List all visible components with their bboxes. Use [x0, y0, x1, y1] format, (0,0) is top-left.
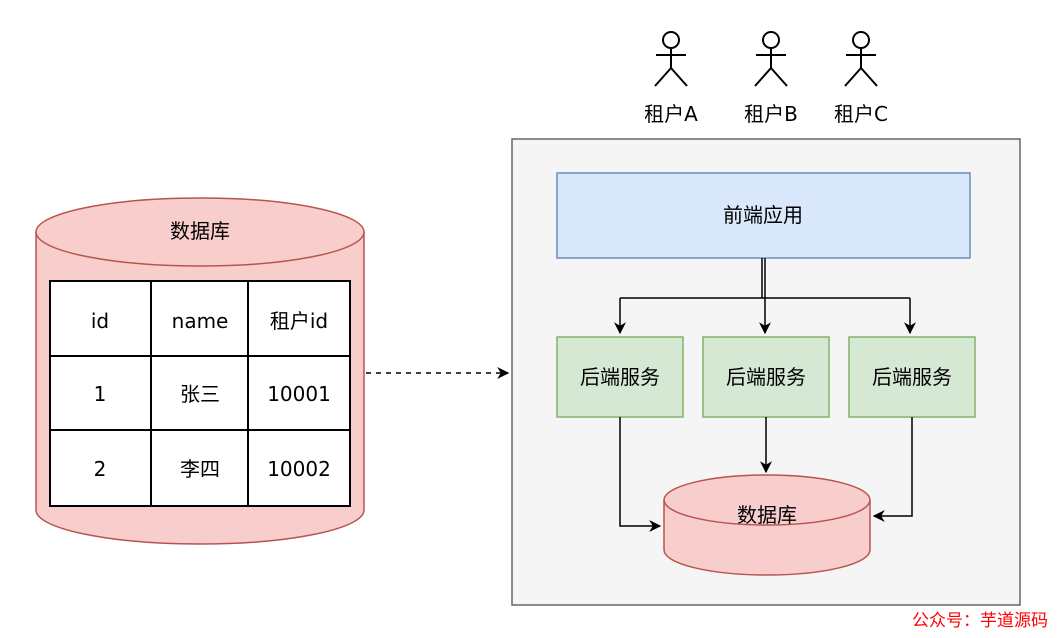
backend-service-label: 后端服务	[580, 365, 660, 389]
services-to-db-arrows	[619, 417, 913, 532]
frontend-app-label: 前端应用	[723, 203, 803, 227]
backend-service-box: 后端服务	[556, 336, 684, 418]
backend-service-label: 后端服务	[726, 365, 806, 389]
left-db-title: 数据库	[170, 219, 230, 243]
tenant-c-label: 租户C	[834, 102, 888, 126]
db-cylinder-top	[35, 197, 365, 267]
table-row: 2 李四 10002	[94, 457, 331, 481]
table-cell: 10001	[267, 382, 331, 406]
backend-service-label: 后端服务	[872, 365, 952, 389]
table-cell: 张三	[180, 382, 220, 406]
db-cylinder-top	[663, 474, 871, 526]
tenant-c-actor: 租户C	[834, 31, 888, 126]
watermark-text: 公众号：芋道源码	[912, 611, 1048, 631]
tenant-b-label: 租户B	[744, 102, 798, 126]
table-cell: 李四	[180, 457, 220, 481]
tenant-b-actor: 租户B	[744, 31, 798, 126]
frontend-to-services-arrows	[614, 258, 916, 335]
table-cell: 2	[94, 457, 107, 481]
frontend-app-box: 前端应用	[556, 172, 971, 259]
tenant-a-label: 租户A	[644, 102, 698, 126]
tenant-a-actor: 租户A	[644, 31, 698, 126]
system-db-label: 数据库	[737, 503, 797, 527]
actor-icon	[754, 31, 788, 87]
tenant-table: id name 租户id 1 张三 10001 2 李四 10002	[49, 280, 351, 507]
table-header-cell: 租户id	[270, 309, 328, 333]
actor-icon	[844, 31, 878, 87]
table-header-cell: name	[172, 309, 229, 333]
table-frame	[49, 280, 351, 507]
left-database: 数据库 id name 租户id 1 张三 10001 2 李四 10002	[35, 197, 365, 545]
table-cell: 1	[94, 382, 107, 406]
backend-service-box: 后端服务	[702, 336, 830, 418]
table-cell: 10002	[267, 457, 331, 481]
system-database: 数据库	[663, 474, 871, 576]
table-row: 1 张三 10001	[94, 382, 331, 406]
table-header-row: id name 租户id	[91, 309, 328, 333]
backend-service-box: 后端服务	[848, 336, 976, 418]
actor-icon	[654, 31, 688, 87]
table-header-cell: id	[91, 309, 109, 333]
